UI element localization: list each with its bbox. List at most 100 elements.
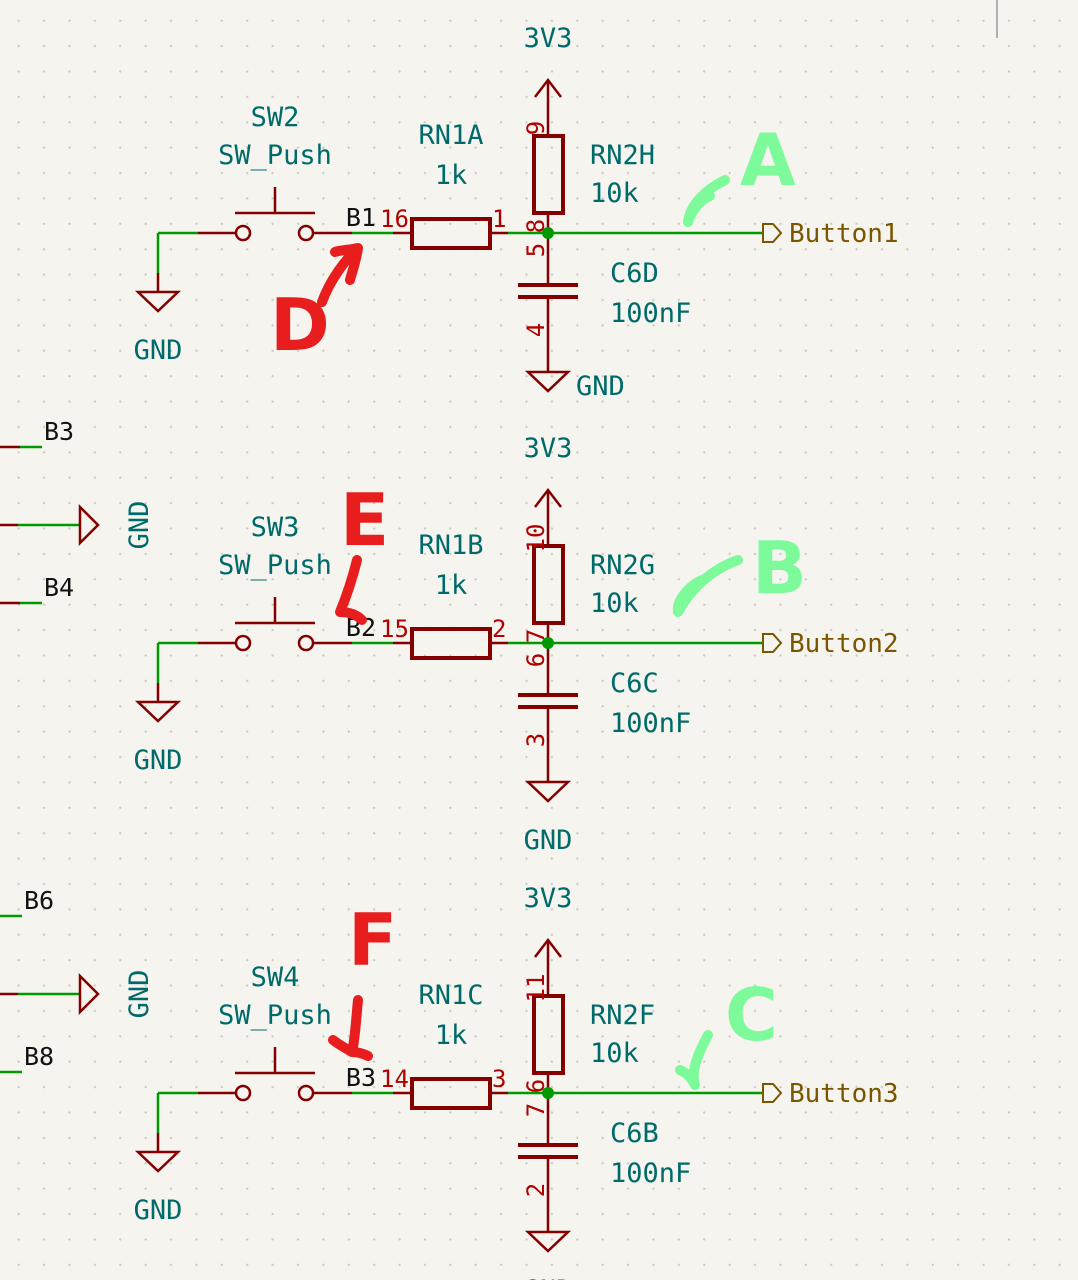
net-label: B6 bbox=[24, 886, 54, 915]
power-label: 3V3 bbox=[524, 433, 573, 464]
gnd-symbol bbox=[134, 700, 182, 723]
annotation-letter: F bbox=[348, 898, 397, 982]
gnd-symbol bbox=[524, 1230, 572, 1253]
hierarchical-label-icon bbox=[762, 223, 783, 243]
pin-number: 4 bbox=[522, 323, 550, 337]
hierarchical-label[interactable]: Button3 bbox=[789, 1079, 899, 1109]
hierarchical-label-icon bbox=[762, 1083, 783, 1103]
switch-contact bbox=[297, 634, 315, 652]
power-label: 3V3 bbox=[524, 23, 573, 54]
annotation-arrow-icon bbox=[328, 995, 373, 1061]
rn2-value: 10k bbox=[590, 1038, 639, 1069]
pin-number: 14 bbox=[380, 1065, 409, 1093]
pin-number: 16 bbox=[380, 205, 409, 233]
annotation-arrow-icon bbox=[672, 555, 743, 617]
resistor-rn2[interactable] bbox=[532, 544, 565, 625]
gnd-label: GND bbox=[134, 745, 183, 776]
net-label: B3 bbox=[346, 1063, 376, 1092]
switch-ref: SW4 bbox=[251, 962, 300, 993]
gnd-symbol bbox=[134, 1150, 182, 1173]
push-switch[interactable] bbox=[198, 187, 352, 242]
gnd-label: GND bbox=[576, 371, 625, 402]
gnd-label: GND bbox=[124, 970, 155, 1019]
annotation-letter: A bbox=[740, 118, 796, 202]
pin-number: 2 bbox=[522, 1183, 550, 1197]
push-switch[interactable] bbox=[198, 597, 352, 652]
push-switch[interactable] bbox=[198, 1047, 352, 1102]
cap-ref: C6C bbox=[610, 668, 659, 699]
cap-value: 100nF bbox=[610, 708, 691, 739]
annotation-arrow-icon bbox=[675, 1030, 713, 1090]
gnd-label: GND bbox=[124, 501, 155, 550]
resistor-rn1[interactable] bbox=[410, 217, 492, 250]
rn2-ref: RN2H bbox=[590, 140, 655, 171]
switch-contact bbox=[297, 1084, 315, 1102]
resistor-rn1[interactable] bbox=[410, 1077, 492, 1110]
annotation-arrow-icon bbox=[683, 175, 730, 227]
net-label: B1 bbox=[346, 203, 376, 232]
gnd-label: GND bbox=[134, 1195, 183, 1226]
annotation-arrow-icon bbox=[335, 555, 367, 625]
power-arrow-icon bbox=[534, 487, 562, 508]
rn2-value: 10k bbox=[590, 588, 639, 619]
junction-dot bbox=[542, 227, 554, 239]
annotation-letter: E bbox=[340, 478, 389, 562]
net-label: B4 bbox=[44, 573, 74, 602]
switch-contact bbox=[234, 634, 252, 652]
rn1-value: 1k bbox=[435, 160, 468, 191]
cap-value: 100nF bbox=[610, 298, 691, 329]
pin-number: 11 bbox=[522, 974, 550, 1003]
gnd-label: GND bbox=[524, 825, 573, 856]
cap-ref: C6D bbox=[610, 258, 659, 289]
pin-number: 10 bbox=[522, 524, 550, 553]
pin-number: 3 bbox=[492, 1065, 506, 1093]
switch-ref: SW2 bbox=[251, 102, 300, 133]
rn1-value: 1k bbox=[435, 1020, 468, 1051]
switch-contact bbox=[234, 1084, 252, 1102]
gnd-label: GND bbox=[524, 1275, 573, 1280]
junction-dot bbox=[542, 1087, 554, 1099]
gnd-symbol bbox=[78, 503, 100, 547]
switch-ref: SW3 bbox=[251, 512, 300, 543]
junction-dot bbox=[542, 637, 554, 649]
net-label: B3 bbox=[44, 417, 74, 446]
gnd-symbol bbox=[524, 780, 572, 803]
power-arrow-icon bbox=[534, 937, 562, 958]
rn1-ref: RN1A bbox=[418, 120, 483, 151]
resistor-rn2[interactable] bbox=[532, 134, 565, 215]
switch-contact bbox=[297, 224, 315, 242]
resistor-rn1[interactable] bbox=[410, 627, 492, 660]
power-arrow-icon bbox=[534, 77, 562, 98]
gnd-symbol bbox=[78, 972, 100, 1016]
pin-number: 8 bbox=[522, 219, 550, 233]
pin-number: 9 bbox=[522, 121, 550, 135]
hierarchical-label[interactable]: Button2 bbox=[789, 629, 899, 659]
hierarchical-label-icon bbox=[762, 633, 783, 653]
hierarchical-label[interactable]: Button1 bbox=[789, 219, 899, 249]
rn2-value: 10k bbox=[590, 178, 639, 209]
pin-number: 7 bbox=[522, 1103, 550, 1117]
cap-ref: C6B bbox=[610, 1118, 659, 1149]
switch-value: SW_Push bbox=[218, 140, 332, 171]
pin-number: 6 bbox=[522, 1079, 550, 1093]
pin-number: 1 bbox=[492, 205, 506, 233]
pin-number: 7 bbox=[522, 629, 550, 643]
pin-number: 3 bbox=[522, 733, 550, 747]
power-label: 3V3 bbox=[524, 883, 573, 914]
pin-number: 6 bbox=[522, 653, 550, 667]
rn2-ref: RN2F bbox=[590, 1000, 655, 1031]
resistor-rn2[interactable] bbox=[532, 994, 565, 1075]
cap-value: 100nF bbox=[610, 1158, 691, 1189]
pin-number: 15 bbox=[380, 615, 409, 643]
rn1-ref: RN1B bbox=[418, 530, 483, 561]
gnd-symbol bbox=[134, 290, 182, 313]
annotation-letter: C bbox=[725, 973, 778, 1057]
pin-number: 5 bbox=[522, 243, 550, 257]
switch-value: SW_Push bbox=[218, 1000, 332, 1031]
rn1-ref: RN1C bbox=[418, 980, 483, 1011]
